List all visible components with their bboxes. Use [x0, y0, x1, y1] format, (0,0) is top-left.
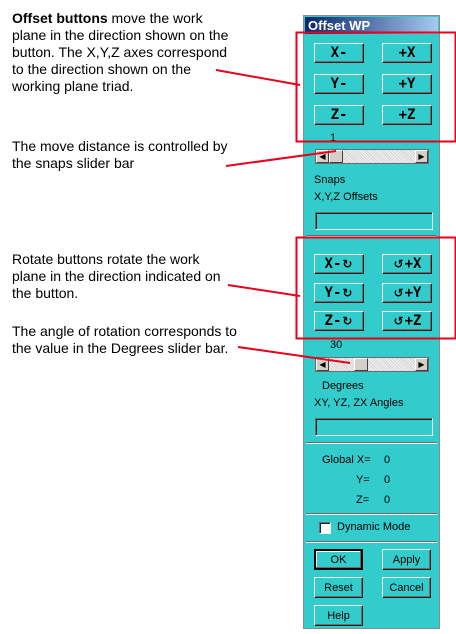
offset-z-minus-button[interactable]: Z- [314, 105, 364, 125]
rotate-y-minus-button[interactable]: Y-↻ [314, 283, 364, 303]
angles-input[interactable] [315, 418, 433, 436]
degrees-value: 30 [330, 339, 343, 351]
degrees-slider-right-arrow-icon[interactable]: ▶ [415, 358, 428, 371]
offset-y-minus-button[interactable]: Y- [314, 74, 364, 94]
dynamic-mode-checkbox[interactable] [319, 522, 331, 534]
dynamic-mode-label: Dynamic Mode [337, 521, 411, 533]
ok-button[interactable]: OK [314, 549, 363, 570]
rotate-cw-icon: ↻ [342, 286, 353, 300]
offset-x-plus-button[interactable]: +X [382, 43, 432, 63]
angle-annotation: The angle of rotation corresponds to the… [12, 323, 237, 356]
snaps-slider[interactable]: ◀ ▶ [315, 149, 429, 164]
separator [306, 541, 437, 543]
rotate-z-plus-label: +Z [404, 313, 422, 329]
cancel-button[interactable]: Cancel [382, 577, 431, 598]
rotate-y-plus-button[interactable]: ↺+Y [382, 283, 432, 303]
rotate-x-plus-button[interactable]: ↺+X [382, 254, 432, 274]
rotate-ccw-icon: ↺ [393, 286, 404, 300]
rotate-buttons-arrow [227, 284, 301, 297]
separator [306, 235, 437, 237]
snaps-slider-right-arrow-icon[interactable]: ▶ [415, 150, 428, 163]
xyz-offsets-input[interactable] [315, 212, 433, 230]
apply-button[interactable]: Apply [382, 549, 431, 570]
rotate-x-plus-label: +X [404, 256, 422, 272]
offset-y-plus-button[interactable]: +Y [382, 74, 432, 94]
rotate-cw-icon: ↻ [342, 257, 353, 271]
degrees-slider-thumb[interactable] [354, 358, 368, 371]
reset-button[interactable]: Reset [314, 577, 363, 598]
rotate-y-plus-label: +Y [404, 285, 422, 301]
offset-buttons-annotation-bold: Offset buttons [12, 10, 108, 26]
move-distance-annotation: The move distance is controlled by the s… [12, 138, 228, 171]
global-y-label: Y= [356, 474, 370, 486]
angles-label: XY, YZ, ZX Angles [314, 397, 404, 409]
rotate-ccw-icon: ↺ [393, 257, 404, 271]
offset-wp-panel: Offset WP X- +X Y- +Y Z- +Z 1 ◀ ▶ Snaps … [303, 15, 440, 629]
offset-buttons-annotation-text: move the work plane in the direction sho… [12, 10, 229, 94]
degrees-slider[interactable]: ◀ ▶ [315, 357, 429, 372]
separator [306, 513, 437, 515]
snaps-value: 1 [330, 132, 337, 144]
rotate-cw-icon: ↻ [342, 314, 353, 328]
help-button[interactable]: Help [314, 605, 363, 626]
degrees-slider-left-arrow-icon[interactable]: ◀ [316, 358, 329, 371]
rotate-y-minus-label: Y- [324, 285, 342, 301]
rotate-z-plus-button[interactable]: ↺+Z [382, 311, 432, 331]
offset-buttons-annotation: Offset buttons move the work plane in th… [12, 10, 237, 95]
offset-z-plus-button[interactable]: +Z [382, 105, 432, 125]
rotate-ccw-icon: ↺ [393, 314, 404, 328]
rotate-x-minus-button[interactable]: X-↻ [314, 254, 364, 274]
global-x-label: Global X= [322, 454, 371, 466]
offset-x-minus-button[interactable]: X- [314, 43, 364, 63]
rotate-z-minus-button[interactable]: Z-↻ [314, 311, 364, 331]
global-x-value: 0 [384, 454, 391, 466]
global-z-value: 0 [384, 494, 391, 506]
rotate-x-minus-label: X- [324, 256, 342, 272]
rotate-z-minus-label: Z- [324, 313, 342, 329]
snaps-label: Snaps [314, 174, 346, 186]
separator [306, 442, 437, 444]
rotate-buttons-annotation: Rotate buttons rotate the work plane in … [12, 251, 221, 301]
degrees-label: Degrees [322, 380, 364, 392]
xyz-offsets-label: X,Y,Z Offsets [314, 191, 378, 203]
panel-title: Offset WP [305, 17, 438, 34]
global-y-value: 0 [384, 474, 391, 486]
snaps-slider-left-arrow-icon[interactable]: ◀ [316, 150, 329, 163]
snaps-slider-thumb[interactable] [329, 150, 343, 163]
global-z-label: Z= [356, 494, 370, 506]
